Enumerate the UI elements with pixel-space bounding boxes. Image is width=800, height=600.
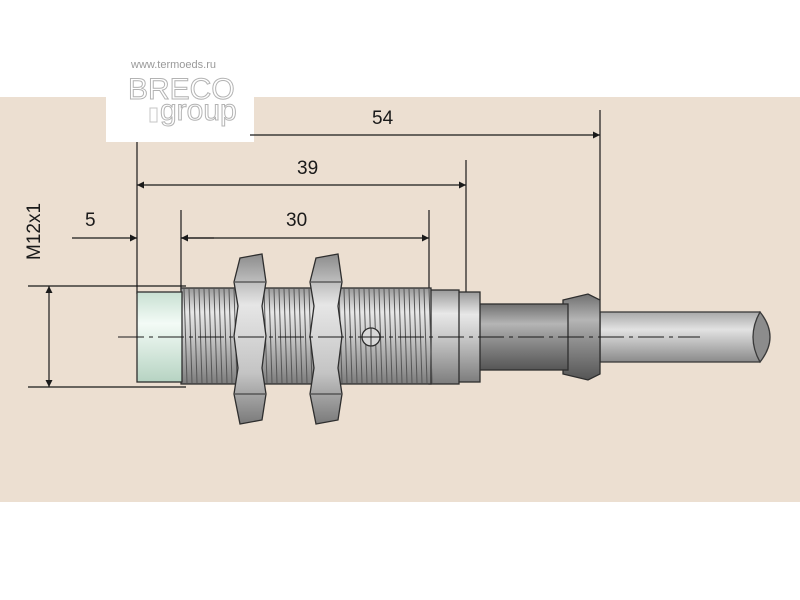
thread-ridge (203, 288, 208, 384)
thread-ridge (358, 288, 363, 384)
dimension-lines (45, 131, 600, 387)
thread-ridge (393, 288, 398, 384)
thread-ridge (273, 288, 278, 384)
thread-ridge (348, 288, 353, 384)
thread-ridge (283, 288, 288, 384)
thread-ridge (213, 288, 218, 384)
thread-ridge (208, 288, 213, 384)
dim-54: 54 (372, 108, 394, 129)
thread-ridge (278, 288, 283, 384)
nut-1 (233, 253, 267, 425)
extension-lines (28, 110, 601, 388)
thread-ridge (218, 288, 223, 384)
thread-ridge (293, 288, 298, 384)
thread-ridge (228, 288, 233, 384)
thread-ridge (198, 288, 203, 384)
thread-ridge (423, 288, 428, 384)
thread-ridge (403, 288, 408, 384)
thread-ridge (193, 288, 198, 384)
thread-ridge (303, 288, 308, 384)
thread-ridge (288, 288, 293, 384)
watermark-logo-mark (149, 107, 158, 123)
threaded-body (180, 287, 433, 385)
thread-ridge (413, 288, 418, 384)
thread-ridge (268, 288, 273, 384)
nut-2 (309, 253, 343, 425)
thread-ridge (343, 288, 348, 384)
dim-39: 39 (297, 158, 318, 179)
thread-ridge (188, 288, 193, 384)
watermark-logo-top: BRECO (128, 73, 235, 106)
watermark-box (106, 52, 254, 142)
thread-ridge (353, 288, 358, 384)
watermark-url: www.termoeds.ru (130, 59, 216, 71)
thread-ridge (418, 288, 423, 384)
dim-5: 5 (85, 210, 96, 231)
thread-ridge (408, 288, 413, 384)
dim-m12x1: M12x1 (24, 203, 45, 260)
thread-ridge (183, 288, 188, 384)
watermark-logo-bottom: group (160, 94, 237, 127)
thread-ridge (388, 288, 393, 384)
thread-ridge (428, 288, 433, 384)
thread-ridge (398, 288, 403, 384)
dim-30: 30 (286, 210, 307, 231)
thread-ridge (298, 288, 303, 384)
thread-ridge (383, 288, 388, 384)
thread-ridge (223, 288, 228, 384)
